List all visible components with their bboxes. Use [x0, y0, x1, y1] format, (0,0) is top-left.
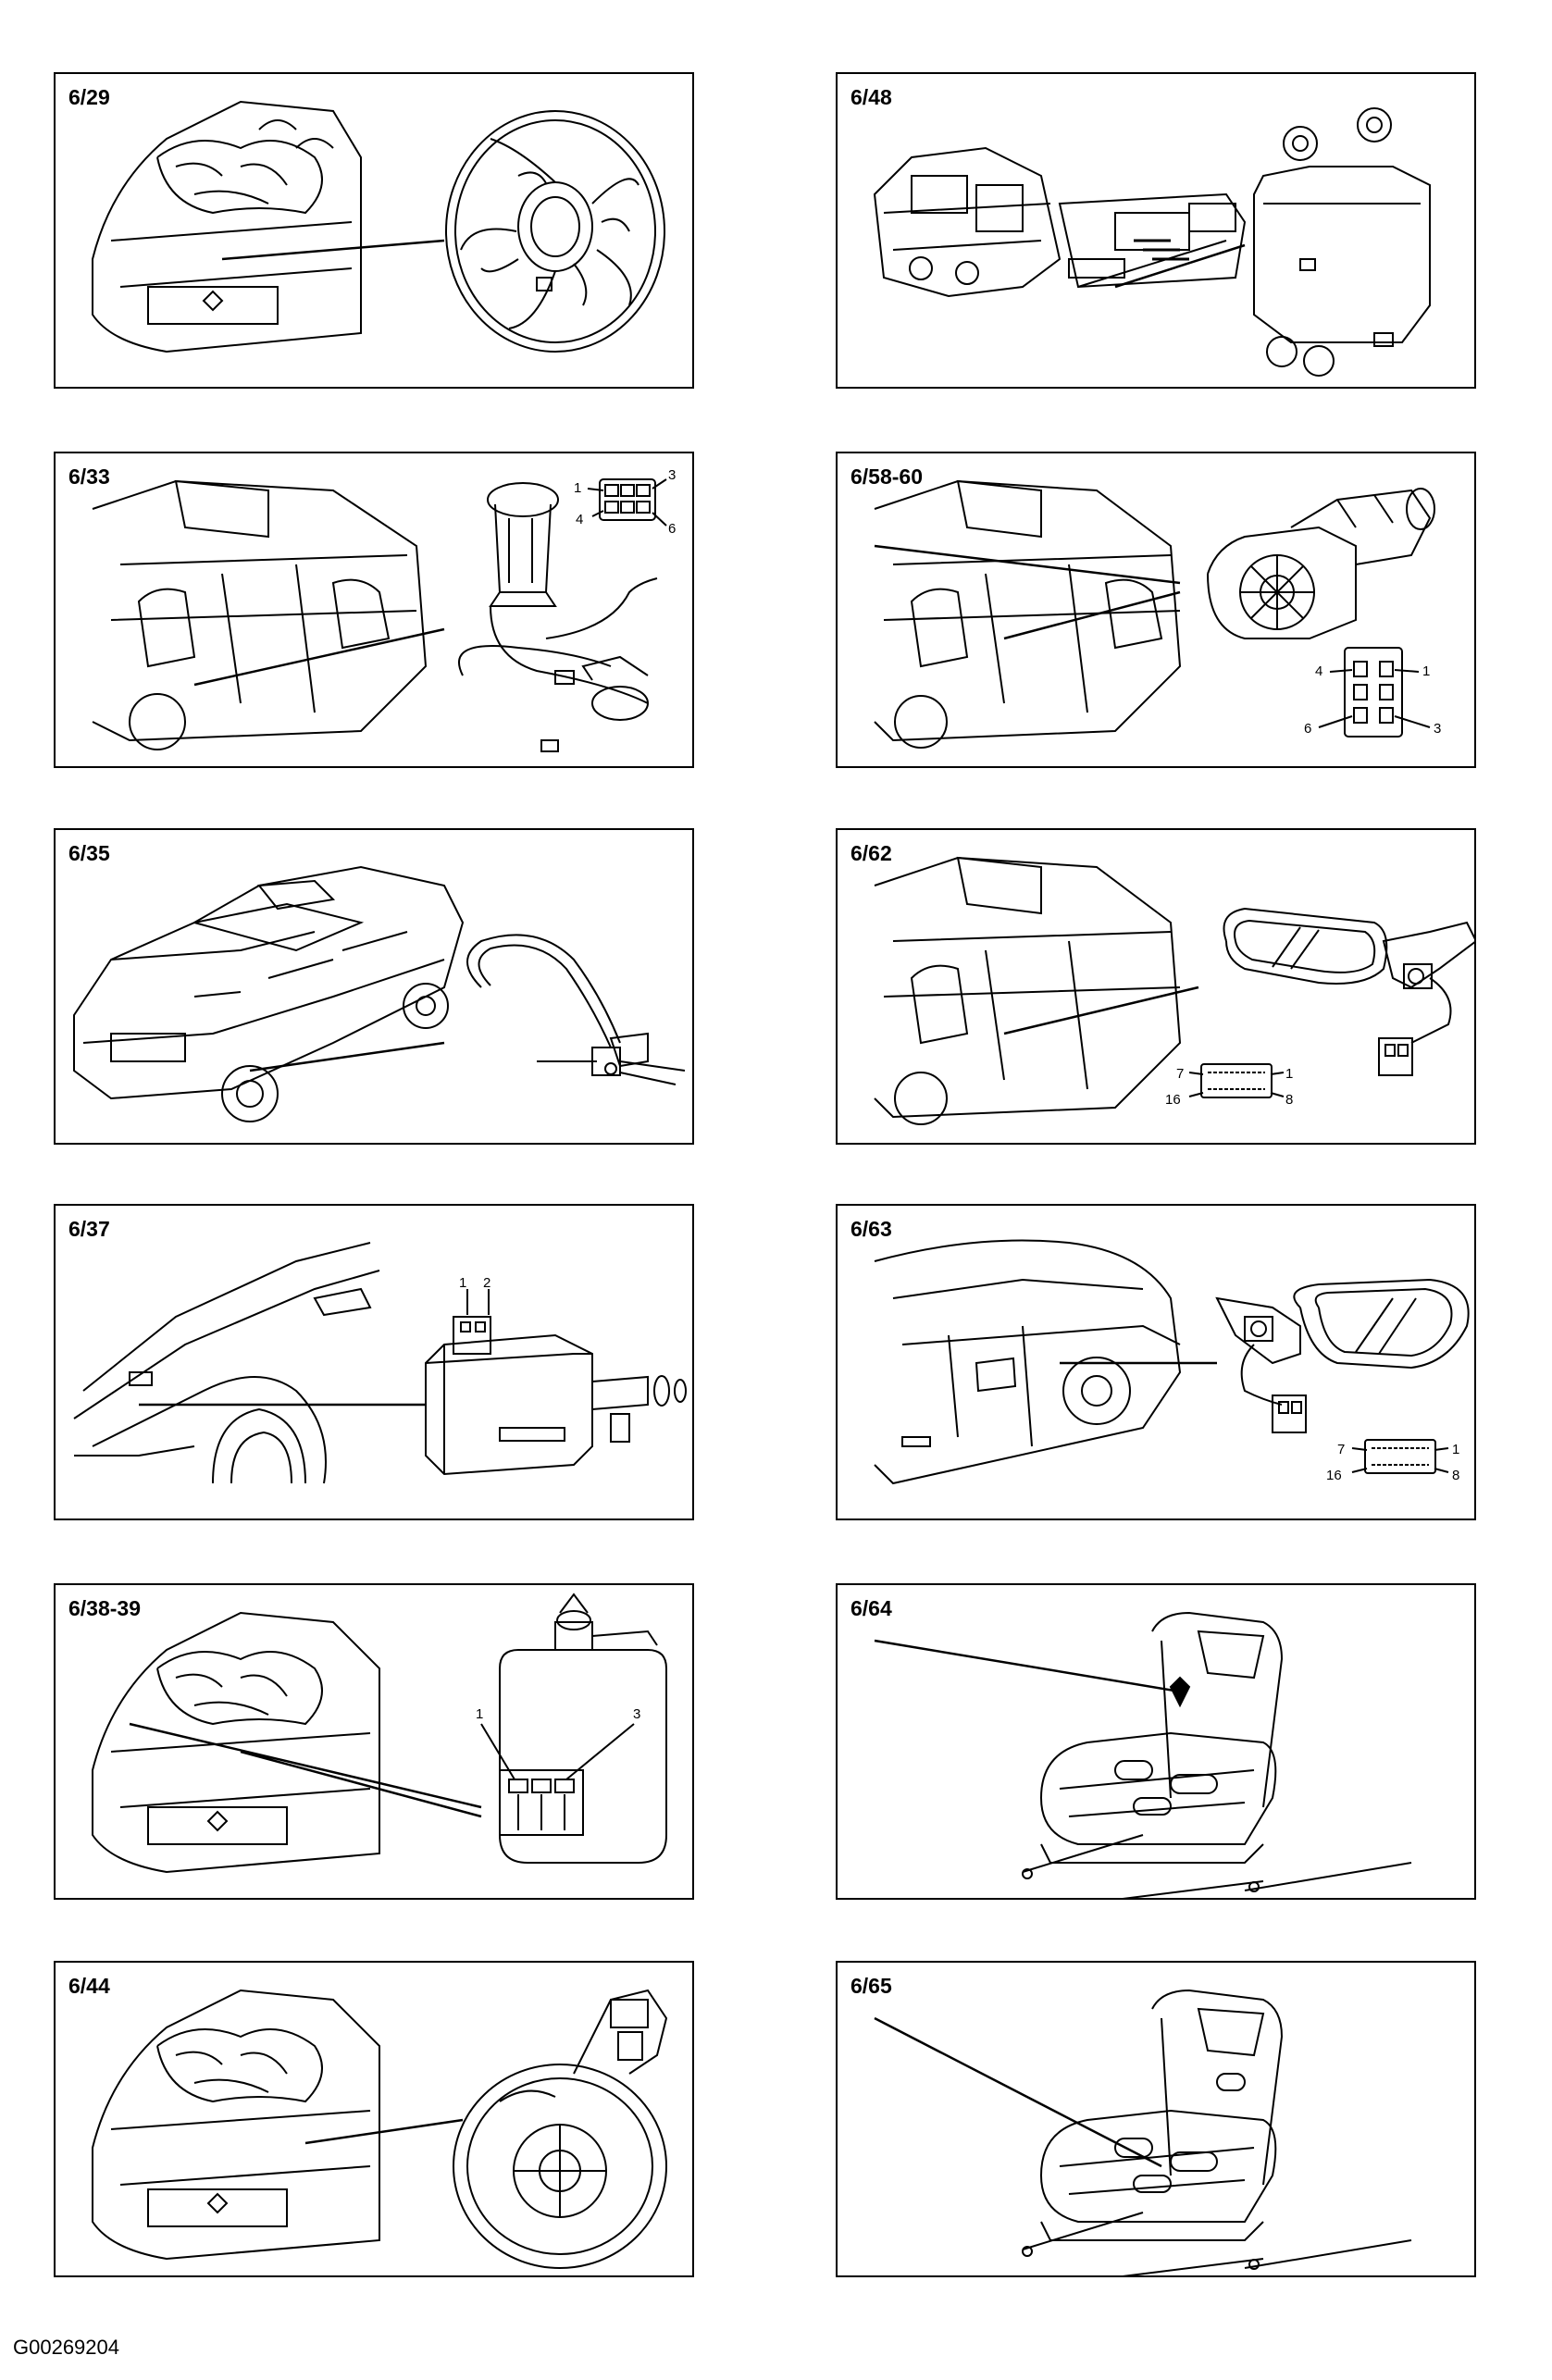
- figure-id: G00269204: [13, 2336, 119, 2359]
- right-mirror-illustration: 7 1 16 8: [874, 1239, 1470, 1485]
- car-rear-sensor-illustration: [73, 865, 686, 1122]
- pin-label: 16: [1165, 1092, 1181, 1108]
- panel-label: 6/35: [68, 841, 110, 865]
- panel-6-63: 6/63 7 1 16 8: [836, 1204, 1476, 1520]
- panel-label: 6/38-39: [68, 1596, 142, 1620]
- seat-cushion-heater-illustration: [874, 1989, 1412, 2275]
- panel-label: 6/58-60: [850, 465, 924, 489]
- window-motor-illustration: 4 1 6 3: [874, 479, 1441, 749]
- pin-label: 1: [1422, 663, 1430, 679]
- pin-label: 2: [483, 1275, 490, 1291]
- left-mirror-illustration: 7 1 16 8: [874, 856, 1474, 1125]
- panel-6-37: 6/37 1 2: [54, 1204, 694, 1520]
- panel-label: 6/64: [850, 1596, 892, 1620]
- seat-backrest-heater-illustration: [874, 1611, 1412, 1898]
- panel-label: 6/62: [850, 841, 892, 865]
- pin-label: 1: [476, 1706, 483, 1722]
- washer-pump-illustration: 1 3: [92, 1593, 667, 1874]
- panel-label: 6/48: [850, 85, 892, 109]
- panel-label: 6/63: [850, 1217, 892, 1241]
- panel-6-33: 6/33 1 3 4 6: [54, 452, 694, 768]
- pin-label: 8: [1285, 1092, 1293, 1108]
- steering-clock-spring-illustration: [92, 1989, 668, 2269]
- panel-6-29: 6/29: [54, 72, 694, 389]
- panel-label: 6/65: [850, 1974, 892, 1998]
- pin-label: 8: [1452, 1468, 1459, 1483]
- pin-label: 7: [1337, 1442, 1345, 1457]
- panel-6-44: 6/44: [54, 1961, 694, 2277]
- panel-6-65: 6/65: [836, 1961, 1476, 2277]
- pin-label: 4: [576, 512, 583, 527]
- pin-label: 1: [574, 480, 581, 496]
- panel-6-38-39: 6/38-39 1 3: [54, 1583, 694, 1900]
- panel-6-62: 6/62 7 1 16 8: [836, 828, 1476, 1145]
- pin-label: 16: [1326, 1468, 1342, 1483]
- pin-label: 3: [668, 467, 676, 483]
- panel-label: 6/44: [68, 1974, 110, 1998]
- panel-label: 6/29: [68, 85, 110, 109]
- panel-label: 6/37: [68, 1217, 110, 1241]
- pin-label: 3: [633, 1706, 640, 1722]
- panel-6-58-60: 6/58-60 4 1 6 3: [836, 452, 1476, 768]
- panel-6-35: 6/35: [54, 828, 694, 1145]
- pin-label: 4: [1315, 663, 1322, 679]
- panel-label: 6/33: [68, 465, 110, 489]
- fuel-pump-illustration: 1 3 4 6: [92, 467, 676, 752]
- pin-label: 1: [1452, 1442, 1459, 1457]
- panel-6-48: 6/48: [836, 72, 1476, 389]
- panel-6-64: 6/64: [836, 1583, 1476, 1900]
- pin-label: 7: [1176, 1066, 1184, 1082]
- fuel-filler-lock-motor-illustration: 1 2: [73, 1242, 687, 1484]
- hvac-unit-actuator-illustration: [873, 107, 1431, 377]
- pin-label: 6: [1304, 721, 1311, 737]
- pin-label: 6: [668, 521, 676, 537]
- pin-label: 1: [1285, 1066, 1293, 1082]
- pin-label: 3: [1434, 721, 1441, 737]
- engine-bay-cooling-fan-illustration: [92, 100, 665, 353]
- pin-label: 1: [459, 1275, 466, 1291]
